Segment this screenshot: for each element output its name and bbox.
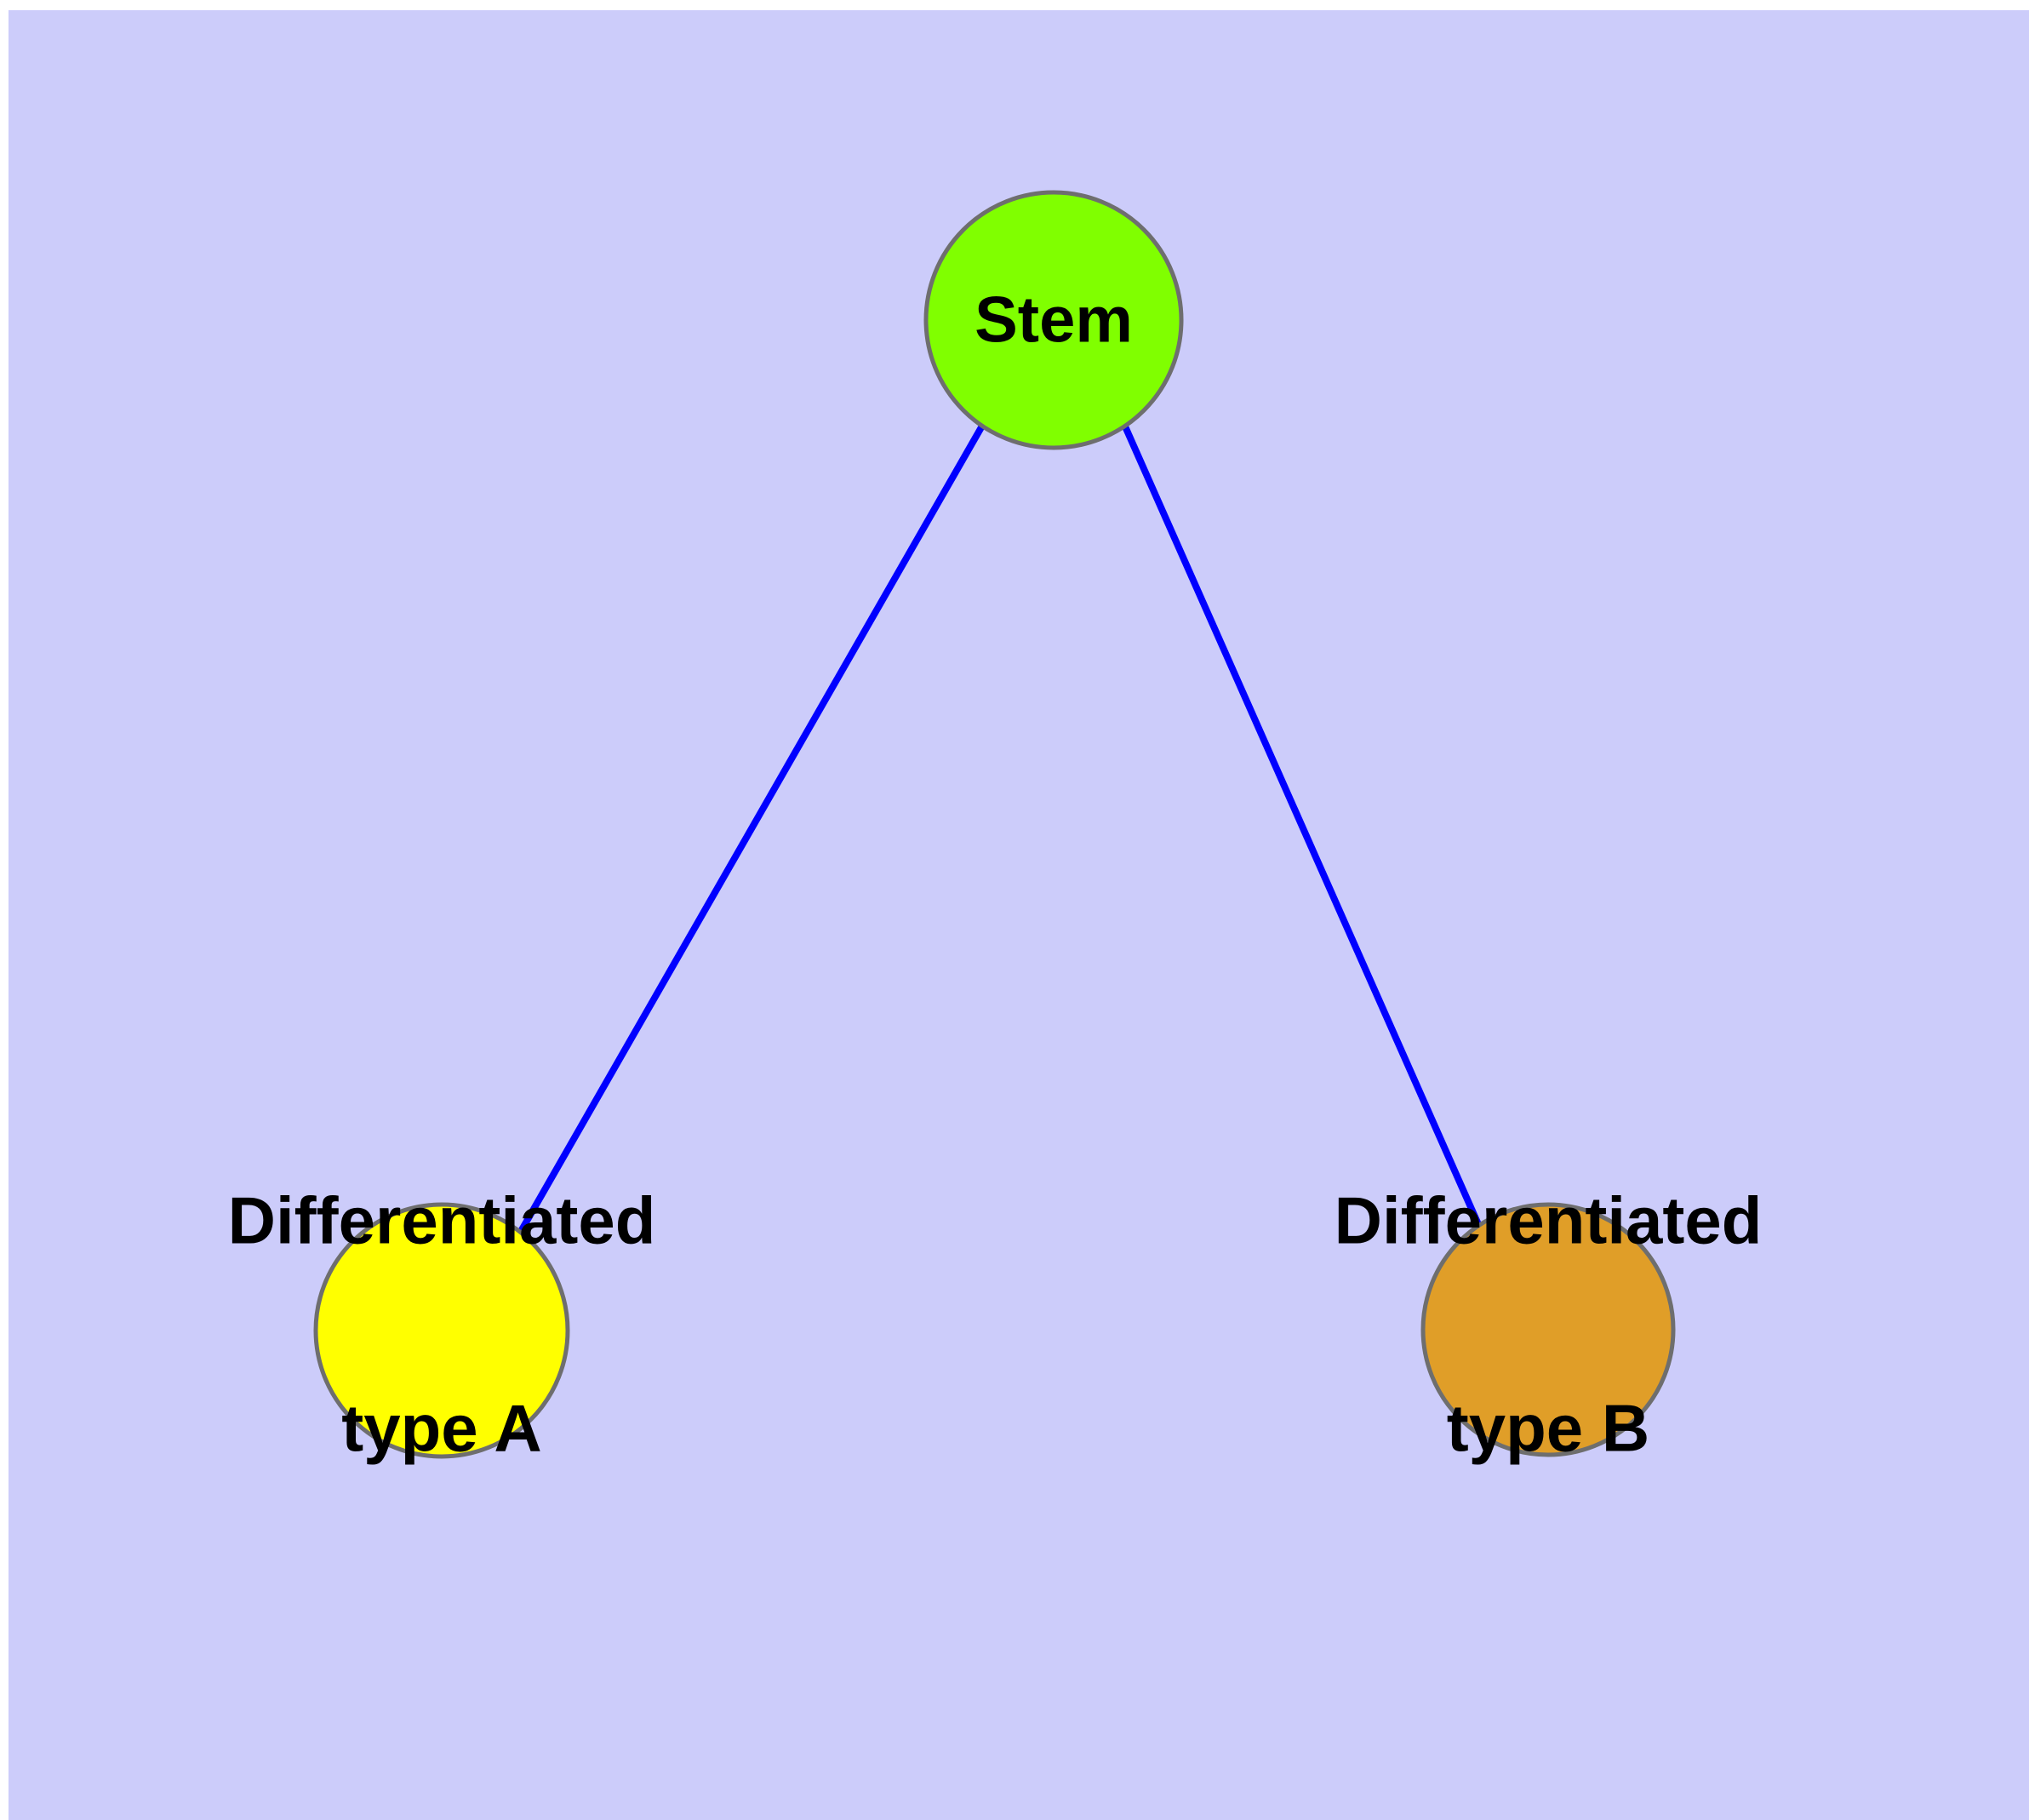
edge-stem-to-differentiated-type-b[interactable]	[1122, 425, 1484, 1232]
node-layer	[313, 190, 1676, 1459]
edge-layer	[516, 425, 1484, 1236]
node-stem[interactable]	[923, 190, 1184, 450]
node-differentiated-type-a[interactable]	[313, 1202, 570, 1459]
edge-stem-to-differentiated-type-a[interactable]	[516, 426, 985, 1236]
node-differentiated-type-b[interactable]	[1420, 1202, 1676, 1457]
